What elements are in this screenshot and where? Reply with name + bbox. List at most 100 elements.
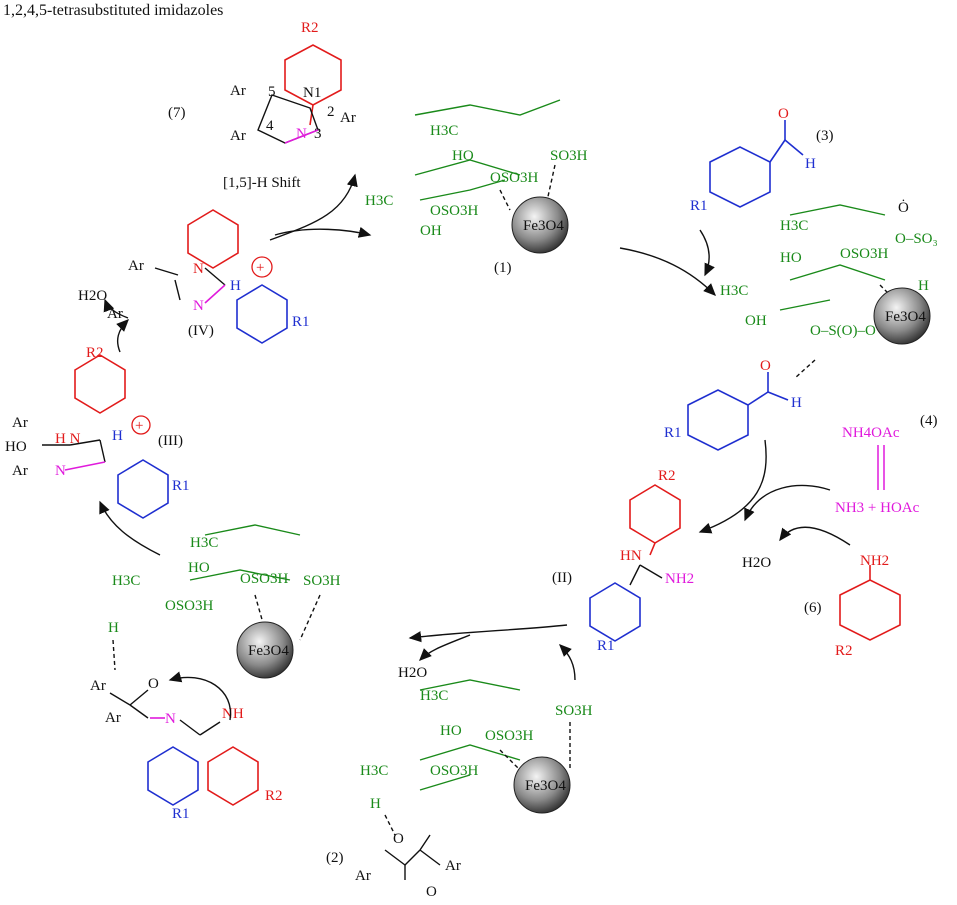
oso3h-label: OSO3H xyxy=(165,598,214,614)
intermediate-ii: R2 HN NH2 R1 (II) xyxy=(552,468,694,654)
ar-label: Ar xyxy=(90,678,106,694)
oso2-label: O–S(O)–O xyxy=(810,323,876,339)
h2o-label: H2O xyxy=(78,288,107,304)
label-2: (2) xyxy=(326,850,344,866)
ho-label: HO xyxy=(188,560,210,576)
r2-label: R2 xyxy=(301,20,319,36)
pos4-label: 4 xyxy=(266,118,274,134)
oso3h-label: OSO3H xyxy=(485,728,534,744)
r1-label: R1 xyxy=(597,638,615,654)
h3c-label: H3C xyxy=(365,193,393,209)
h3c-label: H3C xyxy=(360,763,388,779)
oh-label: OH xyxy=(745,313,767,329)
label-3: (3) xyxy=(816,128,834,144)
step-arrow-1 xyxy=(619,247,716,296)
to-iv-arrow xyxy=(116,319,129,353)
shift-arrow xyxy=(269,173,358,241)
ar-label: Ar xyxy=(107,306,123,322)
fe3o4-bead xyxy=(236,621,294,679)
ar-label: Ar xyxy=(355,868,371,884)
ar-label: Ar xyxy=(12,415,28,431)
so3h-label: SO3H xyxy=(550,148,588,164)
n1-label: N1 xyxy=(303,85,321,101)
o-label: O xyxy=(393,831,404,847)
r1-label: R1 xyxy=(664,425,682,441)
o-label: O xyxy=(778,106,789,122)
label-4: (4) xyxy=(920,413,938,429)
product-7: R2 Ar Ar N1 5 4 2 N 3 Ar (7) xyxy=(168,20,356,144)
cyclization-arrow xyxy=(168,671,232,721)
nh-label: NH xyxy=(222,706,244,722)
label-1: (1) xyxy=(494,260,512,276)
fe3o4-bead xyxy=(873,287,931,345)
r2-label: R2 xyxy=(658,468,676,484)
to-catalyst-arrow xyxy=(274,226,372,238)
h3c-label: H3C xyxy=(420,688,448,704)
n-label: N xyxy=(193,261,204,277)
h2o-label: H2O xyxy=(742,555,771,571)
plus-label: + xyxy=(256,260,264,276)
oso3h-label: OSO3H xyxy=(490,170,539,186)
intermediate-iii: R2 H N Ar HO Ar N H + R1 (III) xyxy=(5,345,190,519)
label-7: (7) xyxy=(168,105,186,121)
activated-catalyst: H3C HO H3C OSO3H OH O–SO₃ Ȯ H O–S(O)–O F… xyxy=(720,199,938,379)
h-shift-label: [1,5]-H Shift xyxy=(223,175,301,191)
n-label: N xyxy=(193,298,204,314)
fe3o4-label: Fe3O4 xyxy=(523,218,564,234)
intermediate-iv: Ar Ar N N H + R1 (IV) xyxy=(107,209,310,344)
r2-label: R2 xyxy=(86,345,104,361)
so3h-label: SO3H xyxy=(303,573,341,589)
ho-label: HO xyxy=(440,723,462,739)
nh2-label: NH2 xyxy=(860,553,889,569)
ar-label: Ar xyxy=(230,128,246,144)
r2-label: R2 xyxy=(835,643,853,659)
h-label: H xyxy=(805,156,816,172)
label-iii: (III) xyxy=(158,433,183,449)
pos2-label: 2 xyxy=(327,104,335,120)
ammonium-acetate-4: NH4OAc (4) NH3 + HOAc xyxy=(835,413,938,516)
pos3-label: 3 xyxy=(314,126,322,142)
r2-label: R2 xyxy=(265,788,283,804)
h3c-label: H3C xyxy=(780,218,808,234)
nh2-label: NH2 xyxy=(665,571,694,587)
ar-label: Ar xyxy=(445,858,461,874)
h-label: H xyxy=(918,278,929,294)
h-label: H xyxy=(230,278,241,294)
n3-label: N xyxy=(296,126,307,142)
so3-label: O–SO₃ xyxy=(895,231,938,247)
to-imine-arrow xyxy=(408,624,568,643)
ar-label: Ar xyxy=(12,463,28,479)
water-loss-arrow xyxy=(419,634,471,661)
label-ii: (II) xyxy=(552,570,572,586)
diagram-title: 1,2,4,5-tetrasubstituted imidazoles xyxy=(3,2,223,19)
ammonia-arrow xyxy=(744,484,831,522)
ho-label: HO xyxy=(452,148,474,164)
n-label: N xyxy=(55,463,66,479)
to-iii-arrow xyxy=(99,500,161,556)
fe3o4-bead xyxy=(513,756,571,814)
oso3h-label: OSO3H xyxy=(240,571,289,587)
ar-label: Ar xyxy=(340,110,356,126)
ho-label: HO xyxy=(5,439,27,455)
catalyst-imine: H3C HO H3C OSO3H OSO3H SO3H H Fe3O4 Ar O… xyxy=(90,524,341,822)
ar-label: Ar xyxy=(128,258,144,274)
fe3o4-label: Fe3O4 xyxy=(248,643,289,659)
condensation-arrow xyxy=(698,439,767,534)
oso3h-label: OSO3H xyxy=(430,203,479,219)
h-label: H xyxy=(108,620,119,636)
catalyst-benzil-2: H3C HO H3C OSO3H OSO3H SO3H H Fe3O4 O O … xyxy=(326,679,593,900)
aldehyde-3: O H R1 (3) xyxy=(690,106,834,214)
so3h-label: SO3H xyxy=(555,703,593,719)
h2o-label: H2O xyxy=(398,665,427,681)
r1-label: R1 xyxy=(690,198,708,214)
fe3o4-bead xyxy=(511,196,569,254)
hbonded-aldehyde: O H R1 xyxy=(664,358,802,451)
o-label: O xyxy=(426,884,437,900)
ho-label: HO xyxy=(780,250,802,266)
oso3h-label: OSO3H xyxy=(430,763,479,779)
aniline-6: NH2 R2 (6) xyxy=(804,553,901,659)
ar-label: Ar xyxy=(230,83,246,99)
hn-label: HN xyxy=(620,548,642,564)
h-label: H xyxy=(370,796,381,812)
nh3-hoac-label: NH3 + HOAc xyxy=(835,500,920,516)
